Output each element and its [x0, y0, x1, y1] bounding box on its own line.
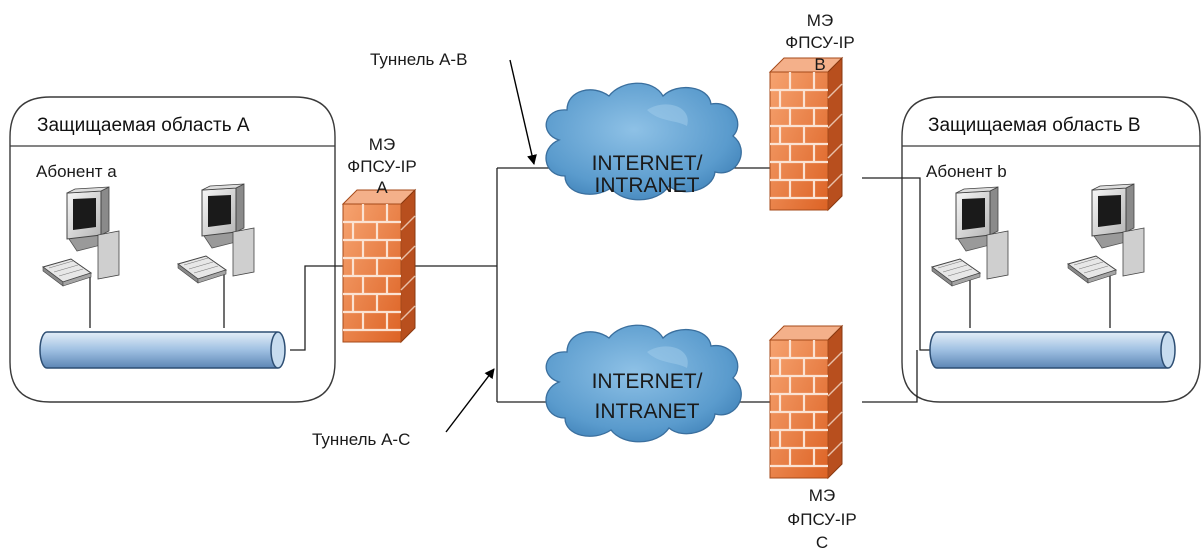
tunnel-ab-arrow: [509, 59, 537, 165]
computer-icon: [1067, 183, 1145, 284]
subscriber-b-label: Абонент b: [926, 162, 1007, 181]
computer-icon: [177, 183, 255, 284]
zone-a-title: Защищаемая область А: [37, 115, 250, 136]
firewall-c-label-2: ФПСУ-IP: [787, 510, 856, 529]
computer-icon: [931, 186, 1009, 287]
cloud-top-line1: INTERNET/: [592, 152, 703, 175]
firewall-b-label-3: В: [814, 55, 825, 74]
firewall-a-label-3: А: [376, 178, 388, 197]
firewall-a-label-1: МЭ: [369, 135, 395, 154]
firewall-c-label-1: МЭ: [809, 486, 835, 505]
cloud-top-line2: INTRANET: [595, 174, 700, 197]
firewall-c-label-3: С: [816, 533, 828, 552]
zone-b-frame: [901, 96, 1201, 403]
firewall-a-label-2: ФПСУ-IP: [347, 157, 416, 176]
computer-icon: [42, 186, 120, 287]
cloud-bottom-line2: INTRANET: [595, 400, 700, 423]
network-bus-b: [929, 331, 1176, 369]
firewall-c-icon: [768, 324, 844, 480]
tunnel-ac-arrow: [445, 368, 495, 433]
subscriber-a-label: Абонент a: [36, 162, 117, 181]
tunnel-ab-label: Туннель А-В: [370, 50, 467, 69]
firewall-b-label-1: МЭ: [807, 11, 833, 30]
zone-a-frame: [9, 96, 336, 403]
tunnel-ac-label: Туннель А-С: [312, 430, 410, 449]
network-bus-a: [39, 331, 286, 369]
firewall-a-icon: [341, 188, 417, 344]
cloud-bottom-line1: INTERNET/: [592, 370, 703, 393]
firewall-b-icon: [768, 56, 844, 212]
zone-b-title: Защищаемая область В: [928, 115, 1141, 136]
firewall-b-label-2: ФПСУ-IP: [785, 33, 854, 52]
